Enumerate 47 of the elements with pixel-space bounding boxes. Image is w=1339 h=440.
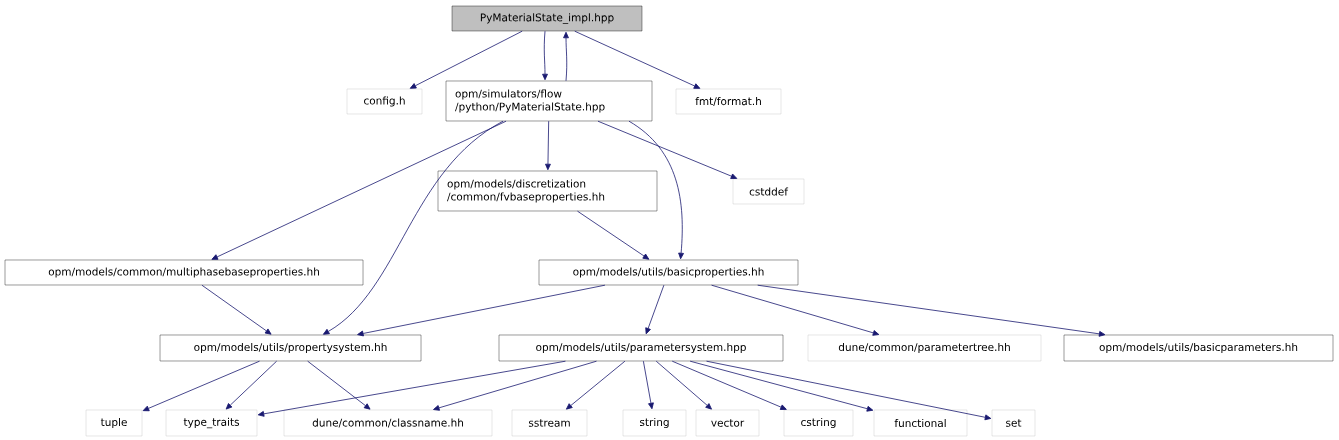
file-box: string [622,409,687,437]
file-box: opm/models/utils/basicproperties.hh [538,259,799,286]
file-box: opm/models/utils/parametersystem.hpp [498,334,784,362]
arrow [357,284,606,337]
arrow [597,120,738,179]
file-box: sstream [511,409,588,437]
arrow [201,284,272,335]
file-box: opm/models/discretization /common/fvbaseproperties.hh [437,170,658,212]
arrow [643,360,654,410]
arrow [409,30,523,89]
arrow [307,360,371,410]
file-box: config.h [346,88,423,115]
arrow [671,360,787,410]
arrow [142,360,260,412]
file-box: set [991,409,1036,437]
file-box: cstring [783,409,854,437]
arrow [689,360,874,412]
arrow [542,30,548,81]
arrow [706,360,992,421]
arrow [628,120,684,260]
arrow [577,210,650,260]
arrow [323,120,504,335]
arrow [225,360,277,410]
arrow [655,360,712,410]
file-box: opm/simulators/flow /python/PyMaterialState.hpp [445,80,653,122]
file-box: tuple [85,409,143,437]
file-box: PyMaterialState_impl.hpp [451,5,643,32]
file-box: dune/common/parametertree.hh [807,334,1042,362]
arrow [563,31,569,82]
file-box: opm/models/utils/propertysystem.hh [159,334,422,362]
file-box: cstddef [732,178,805,205]
arrow [566,360,626,410]
file-box: functional [873,409,968,437]
arrow [645,284,665,335]
arrow [574,30,701,89]
arrow [433,360,597,411]
arrow [257,360,566,417]
file-box: dune/common/classname.hh [283,409,493,437]
file-box: opm/models/common/multiphasebaseproperties.hh [4,259,364,286]
file-box: fmt/format.h [675,88,782,115]
file-box: vector [695,409,760,437]
file-box: type_traits [165,409,258,437]
arrow [545,120,551,171]
file-box: opm/models/utils/basicparameters.hh [1063,334,1334,362]
arrow [711,284,880,336]
arrow [757,284,1106,337]
arrow [211,120,507,260]
